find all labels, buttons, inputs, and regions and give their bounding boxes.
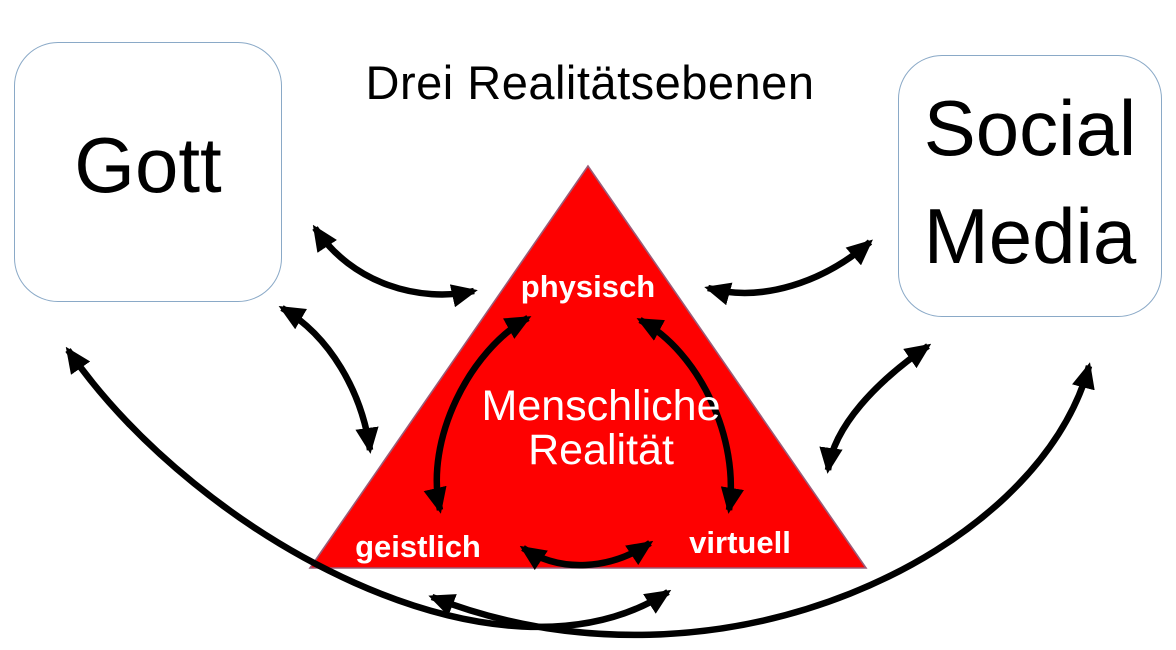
arrow-gott-virtuell-outer (65, 346, 672, 631)
gott-label: Gott (74, 121, 222, 209)
social-media-label-line1: Social (923, 84, 1137, 172)
social-media-box: Social Media (898, 55, 1162, 317)
arrow-social-media-geistlich-outer (428, 362, 1095, 639)
triangle-center-label: Menschliche Realität (450, 384, 752, 472)
triangle-label-virtuell: virtuell (689, 525, 791, 560)
arrow-social-media-virtuell (819, 343, 932, 474)
triangle-label-physisch: physisch (520, 269, 656, 304)
page-title: Drei Realitätsebenen (365, 56, 815, 109)
social-media-label-line2: Media (923, 192, 1137, 280)
triangle-center-label-line2: Realität (528, 426, 674, 474)
arrow-physisch-social-media (704, 239, 873, 306)
triangle-center-label-line1: Menschliche (481, 382, 721, 430)
triangle-label-geistlich: geistlich (355, 529, 481, 564)
gott-box: Gott (14, 42, 282, 302)
arrows-layer (65, 224, 1095, 639)
reality-triangle (308, 164, 868, 569)
arrow-gott-geistlich (278, 305, 379, 454)
arrow-gott-physisch (312, 224, 478, 308)
